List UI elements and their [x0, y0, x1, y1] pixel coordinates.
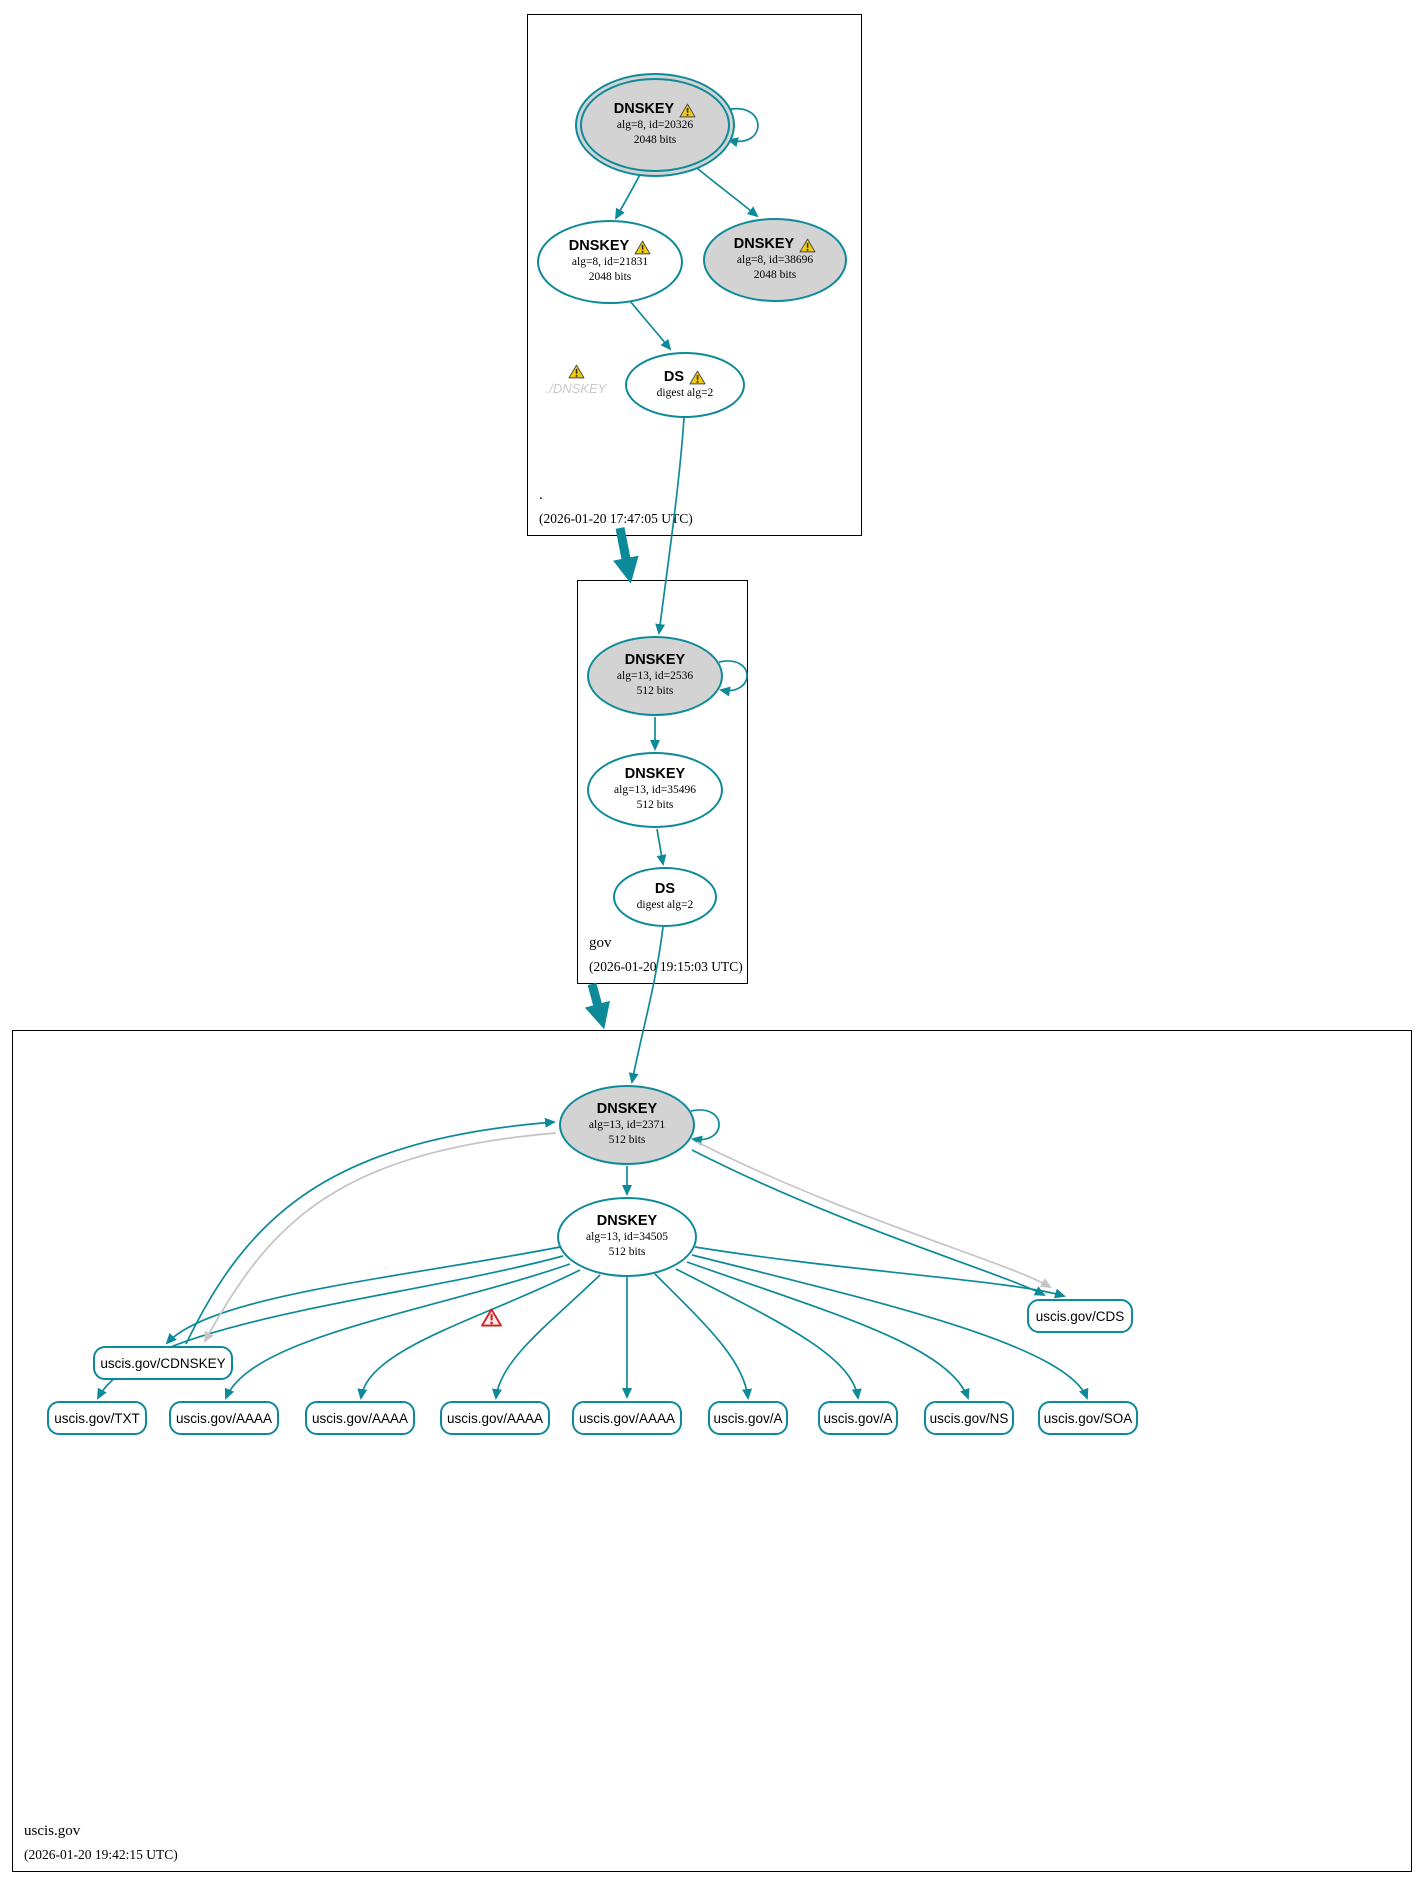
node-size: 2048 bits	[633, 133, 677, 146]
node-gov-ksk-dnskey[interactable]: DNSKEY alg=13, id=2536 512 bits	[587, 636, 723, 716]
node-root-ghost-dnskey: ./DNSKEY	[534, 364, 618, 396]
zone-name-root: .	[539, 487, 543, 503]
rrset-uscis-aaaa-4[interactable]: uscis.gov/AAAA	[572, 1401, 682, 1435]
error-icon	[481, 1308, 502, 1327]
node-size: 2048 bits	[588, 270, 632, 283]
node-gov-zsk-dnskey[interactable]: DNSKEY alg=13, id=35496 512 bits	[587, 752, 723, 828]
warning-icon	[689, 370, 706, 385]
rrset-label: uscis.gov/AAAA	[175, 1410, 273, 1426]
rrset-uscis-aaaa-3[interactable]: uscis.gov/AAAA	[440, 1401, 550, 1435]
node-size: 2048 bits	[753, 268, 797, 281]
node-root-ds[interactable]: DS digest alg=2	[625, 352, 745, 418]
node-type-label: DNSKEY	[624, 652, 686, 669]
rrset-uscis-a-2[interactable]: uscis.gov/A	[818, 1401, 898, 1435]
node-type-label: DS	[663, 368, 685, 385]
node-uscis-zsk-dnskey[interactable]: DNSKEY alg=13, id=34505 512 bits	[557, 1197, 697, 1277]
edge-zone-gov-to-uscis-thick	[584, 982, 610, 1030]
node-params: digest alg=2	[656, 386, 714, 399]
rrset-label: uscis.gov/TXT	[54, 1410, 140, 1426]
rrset-uscis-txt[interactable]: uscis.gov/TXT	[47, 1401, 147, 1435]
node-type-label: DS	[654, 880, 676, 897]
node-root-zsk-38696[interactable]: DNSKEY alg=8, id=38696 2048 bits	[703, 218, 847, 302]
node-params: alg=8, id=38696	[736, 254, 814, 267]
rrset-label: uscis.gov/CDNSKEY	[100, 1355, 226, 1371]
rrset-label: uscis.gov/A	[823, 1410, 893, 1426]
node-gov-ds[interactable]: DS digest alg=2	[613, 867, 717, 927]
warning-icon	[634, 240, 651, 254]
node-size: 512 bits	[608, 1133, 646, 1146]
node-size: 512 bits	[608, 1245, 646, 1258]
node-params: alg=8, id=21831	[571, 256, 649, 269]
node-params: alg=13, id=34505	[586, 1231, 668, 1244]
warning-icon	[568, 364, 584, 379]
node-type-label: DNSKEY	[733, 236, 795, 253]
warning-icon	[679, 103, 696, 117]
rrset-label: uscis.gov/SOA	[1043, 1410, 1133, 1426]
rrset-label: uscis.gov/CDS	[1035, 1308, 1125, 1324]
zone-label-root: . (2026-01-20 17:47:05 UTC)	[539, 487, 693, 527]
node-uscis-ksk-dnskey[interactable]: DNSKEY alg=13, id=2371 512 bits	[559, 1085, 695, 1165]
node-type-label: DNSKEY	[568, 238, 630, 255]
node-type-label: DNSKEY	[624, 766, 686, 783]
zone-box-uscis: uscis.gov (2026-01-20 19:42:15 UTC)	[12, 1030, 1412, 1872]
zone-label-gov: gov (2026-01-20 19:15:03 UTC)	[589, 935, 743, 975]
rrset-label: uscis.gov/A	[713, 1410, 783, 1426]
rrset-uscis-aaaa-2[interactable]: uscis.gov/AAAA	[305, 1401, 415, 1435]
node-type-label: DNSKEY	[596, 1213, 658, 1230]
node-root-zsk-21831[interactable]: DNSKEY alg=8, id=21831 2048 bits	[537, 220, 683, 304]
zone-name-uscis: uscis.gov	[24, 1823, 81, 1839]
zone-box-root: . (2026-01-20 17:47:05 UTC)	[527, 14, 862, 536]
node-type-label: DNSKEY	[596, 1101, 658, 1118]
node-root-ksk-dnskey[interactable]: DNSKEY alg=8, id=20326 2048 bits	[580, 78, 730, 172]
node-type-label: DNSKEY	[613, 101, 675, 118]
rrset-label: uscis.gov/NS	[929, 1410, 1009, 1426]
zone-timestamp-root: (2026-01-20 17:47:05 UTC)	[539, 511, 693, 526]
ghost-dnskey-label: ./DNSKEY	[545, 381, 607, 396]
rrset-uscis-cdnskey[interactable]: uscis.gov/CDNSKEY	[93, 1346, 233, 1380]
rrset-uscis-aaaa-1[interactable]: uscis.gov/AAAA	[169, 1401, 279, 1435]
rrset-uscis-ns[interactable]: uscis.gov/NS	[924, 1401, 1014, 1435]
rrset-label: uscis.gov/AAAA	[578, 1410, 676, 1426]
rrset-label: uscis.gov/AAAA	[446, 1410, 544, 1426]
zone-name-gov: gov	[589, 935, 612, 951]
zone-label-uscis: uscis.gov (2026-01-20 19:42:15 UTC)	[24, 1823, 178, 1863]
rrset-uscis-cds[interactable]: uscis.gov/CDS	[1027, 1299, 1133, 1333]
warning-icon	[799, 238, 816, 252]
node-params: alg=13, id=2536	[616, 670, 694, 683]
node-size: 512 bits	[636, 684, 674, 697]
node-params: alg=13, id=2371	[588, 1119, 666, 1132]
rrset-uscis-a-1[interactable]: uscis.gov/A	[708, 1401, 788, 1435]
zone-timestamp-uscis: (2026-01-20 19:42:15 UTC)	[24, 1847, 178, 1862]
node-params: alg=13, id=35496	[614, 784, 696, 797]
node-size: 512 bits	[636, 798, 674, 811]
rrset-label: uscis.gov/AAAA	[311, 1410, 409, 1426]
rrset-uscis-soa[interactable]: uscis.gov/SOA	[1038, 1401, 1138, 1435]
zone-timestamp-gov: (2026-01-20 19:15:03 UTC)	[589, 959, 743, 974]
node-params: alg=8, id=20326	[616, 119, 694, 132]
node-params: digest alg=2	[636, 898, 694, 911]
